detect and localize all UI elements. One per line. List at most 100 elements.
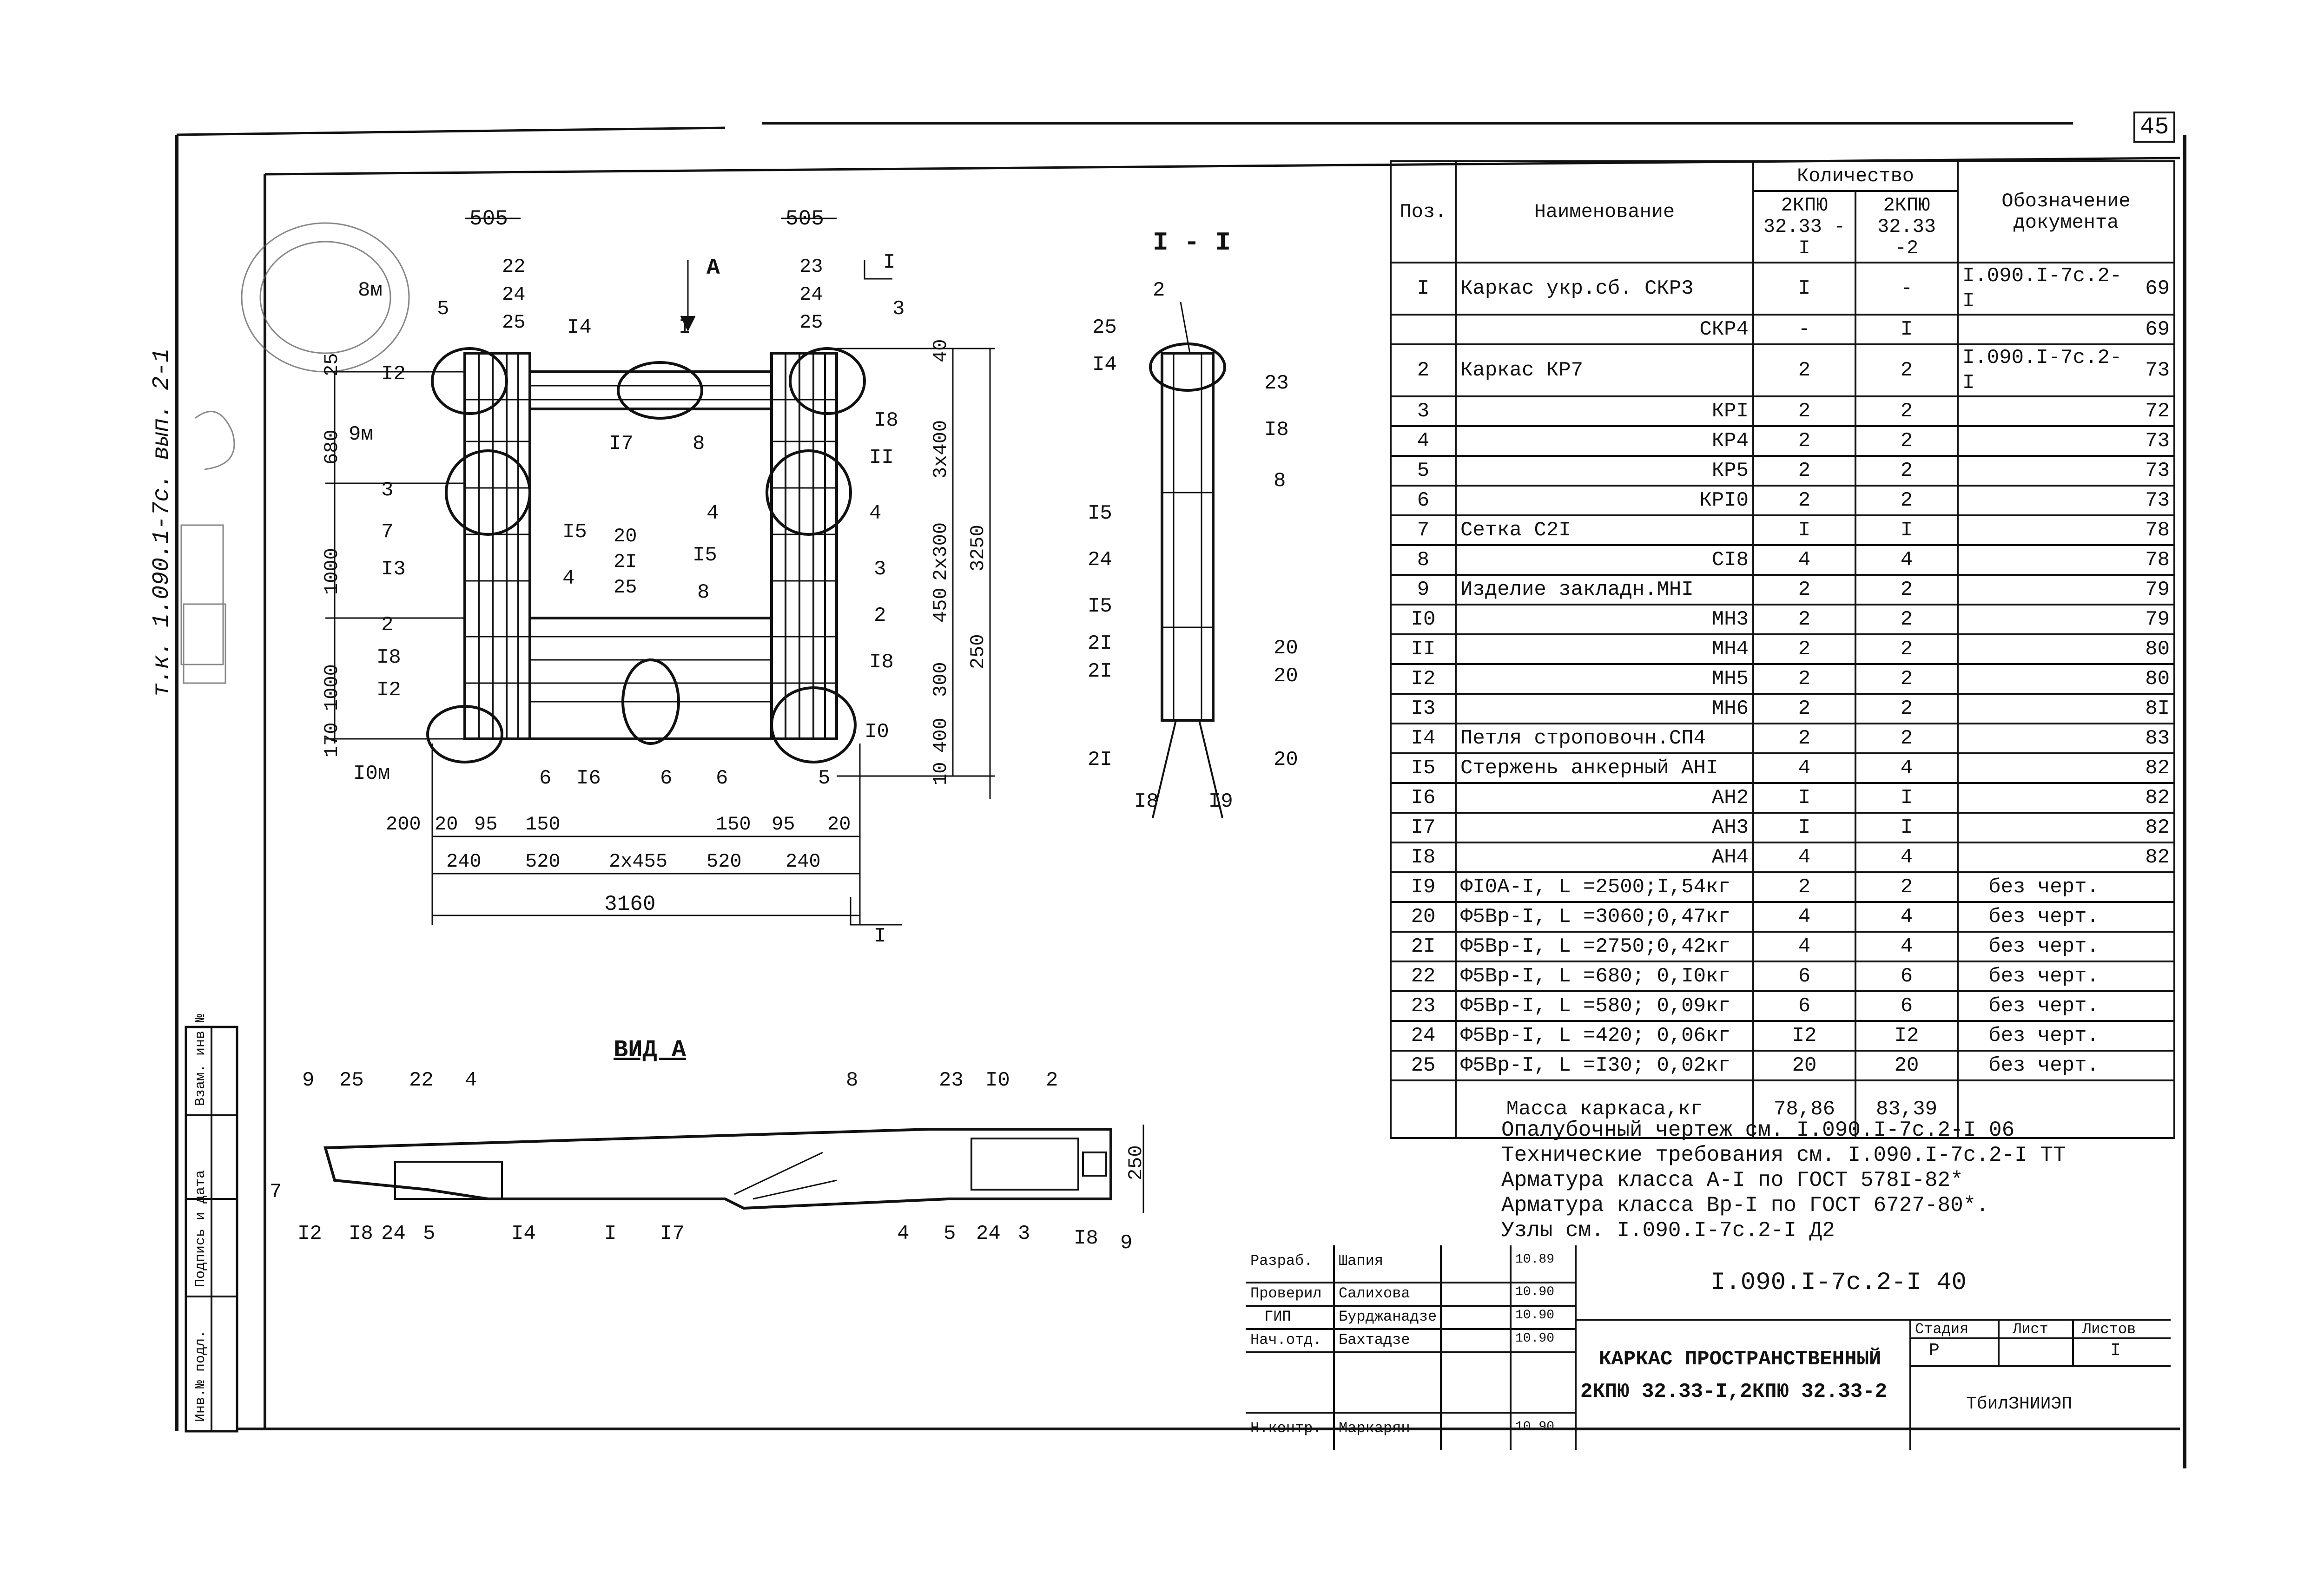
callout: I8 [376,646,401,669]
spec-doc [1957,752,2129,784]
section-callout: I8 [1264,418,1289,441]
dim-bottom-7: 20 [827,813,851,836]
spec-qty-1: I [1752,782,1856,814]
spec-page: 73 [2129,455,2175,487]
spec-pos: 23 [1390,990,1457,1022]
mass-value-1: 78,86 [1752,1079,1856,1139]
spec-doc: без черт. [1957,871,2129,903]
view-a-callout: I2 [297,1222,322,1245]
spec-doc [1957,663,2129,695]
dim-top-right: 505 [786,207,824,231]
spec-qty-2: 2 [1855,485,1959,516]
spec-qty-2: I2 [1855,1020,1959,1052]
dim-bottom2-4: 520 [706,850,742,873]
spec-qty-2: 2 [1855,343,1959,397]
spec-name: МН3 [1455,604,1754,635]
spec-doc [1957,485,2129,516]
callout: 9м [349,423,373,446]
spec-name: Ф5Вр-I, L =420; 0,06кг [1455,1020,1754,1052]
mass-label: Масса каркаса,кг [1455,1079,1754,1139]
spec-qty-1: I2 [1752,1020,1856,1052]
dim-bottom-total: 3160 [604,892,656,916]
header-qty: Количество [1752,160,1959,192]
view-a-callout: 4 [897,1222,910,1245]
center-label-1: 20 [614,525,637,547]
spec-doc [1957,425,2129,457]
spec-pos: I2 [1390,663,1457,695]
spec-qty-1: 4 [1752,842,1856,873]
spec-qty-2: 2 [1855,871,1959,903]
view-a-callout: 5 [423,1222,436,1245]
spec-doc [1957,574,2129,605]
dim-stack-right-2: 24 [799,283,823,306]
header-qty-1: 2КПЮ 32.33 -I [1752,190,1856,263]
spec-qty-1: 2 [1752,455,1856,487]
spec-doc: без черт. [1957,1020,2129,1052]
callout: 6 [539,767,552,790]
spec-qty-2: 4 [1855,544,1959,576]
spec-qty-2: 2 [1855,574,1959,605]
plan-view-drawing [426,347,866,763]
spec-qty-1: 2 [1752,663,1856,695]
sig-role: Нач.отд. [1250,1331,1322,1349]
stage-label: Стадия [1915,1321,1969,1338]
spec-qty-2: 4 [1855,752,1959,784]
dim-bottom-4: 150 [525,813,561,836]
spec-doc: без черт. [1957,901,2129,933]
section-callout: 20 [1274,637,1298,660]
spec-doc [1957,633,2129,665]
dim-right-7: 10 [930,762,952,785]
spec-name: АН2 [1455,782,1754,814]
doc-code: I.090.I-7с.2-I 40 [1710,1269,1967,1297]
spec-qty-1: I [1752,514,1856,546]
sig-name: Салихова [1339,1285,1410,1302]
spec-name: Сетка С2I [1455,514,1754,546]
spec-pos: 2I [1390,931,1457,962]
callout: I2 [381,362,406,386]
spec-qty-2: 4 [1855,931,1959,962]
spec-name: АН4 [1455,842,1754,873]
view-a-callout: 5 [944,1222,956,1245]
dim-bottom-5: 150 [716,813,751,836]
section-callout: 20 [1274,665,1298,688]
callout: II [869,446,894,469]
section-title: I - I [1153,228,1231,257]
spec-page: 73 [2129,343,2175,397]
spec-doc [1957,455,2129,487]
callout: I5 [562,520,587,544]
spec-qty-1: 2 [1752,871,1856,903]
spec-doc: I.090.I-7с.2-I [1957,262,2129,316]
dim-left-5: 170 [321,722,343,757]
spec-pos: 5 [1390,455,1457,487]
spec-page [2129,901,2175,933]
spec-name: МН5 [1455,663,1754,695]
sig-role: Проверил [1250,1285,1322,1302]
callout: 8 [693,432,705,455]
spec-qty-1: 4 [1752,544,1856,576]
spec-name: Стержень анкерный АНI [1455,752,1754,784]
spec-name: КР4 [1455,425,1754,457]
title-line-1: КАРКАС ПРОСТРАНСТВЕННЫЙ [1599,1348,1882,1371]
dim-stack-right-1: 23 [799,256,823,278]
view-a-callout: I8 [1074,1227,1098,1250]
spec-name: Ф5Вр-I, L =2750;0,42кг [1455,931,1754,962]
spec-name: Каркас укр.сб. СКР3 [1455,262,1754,316]
spec-pos: 2 [1390,343,1457,397]
section-callout: 2I [1088,632,1112,655]
dim-stack-left-3: 25 [502,311,526,334]
spec-qty-2: 2 [1855,723,1959,754]
callout: 3 [874,558,886,581]
spec-qty-1: 20 [1752,1050,1856,1081]
spec-qty-2: 2 [1855,395,1959,427]
section-callout: 24 [1088,548,1112,572]
